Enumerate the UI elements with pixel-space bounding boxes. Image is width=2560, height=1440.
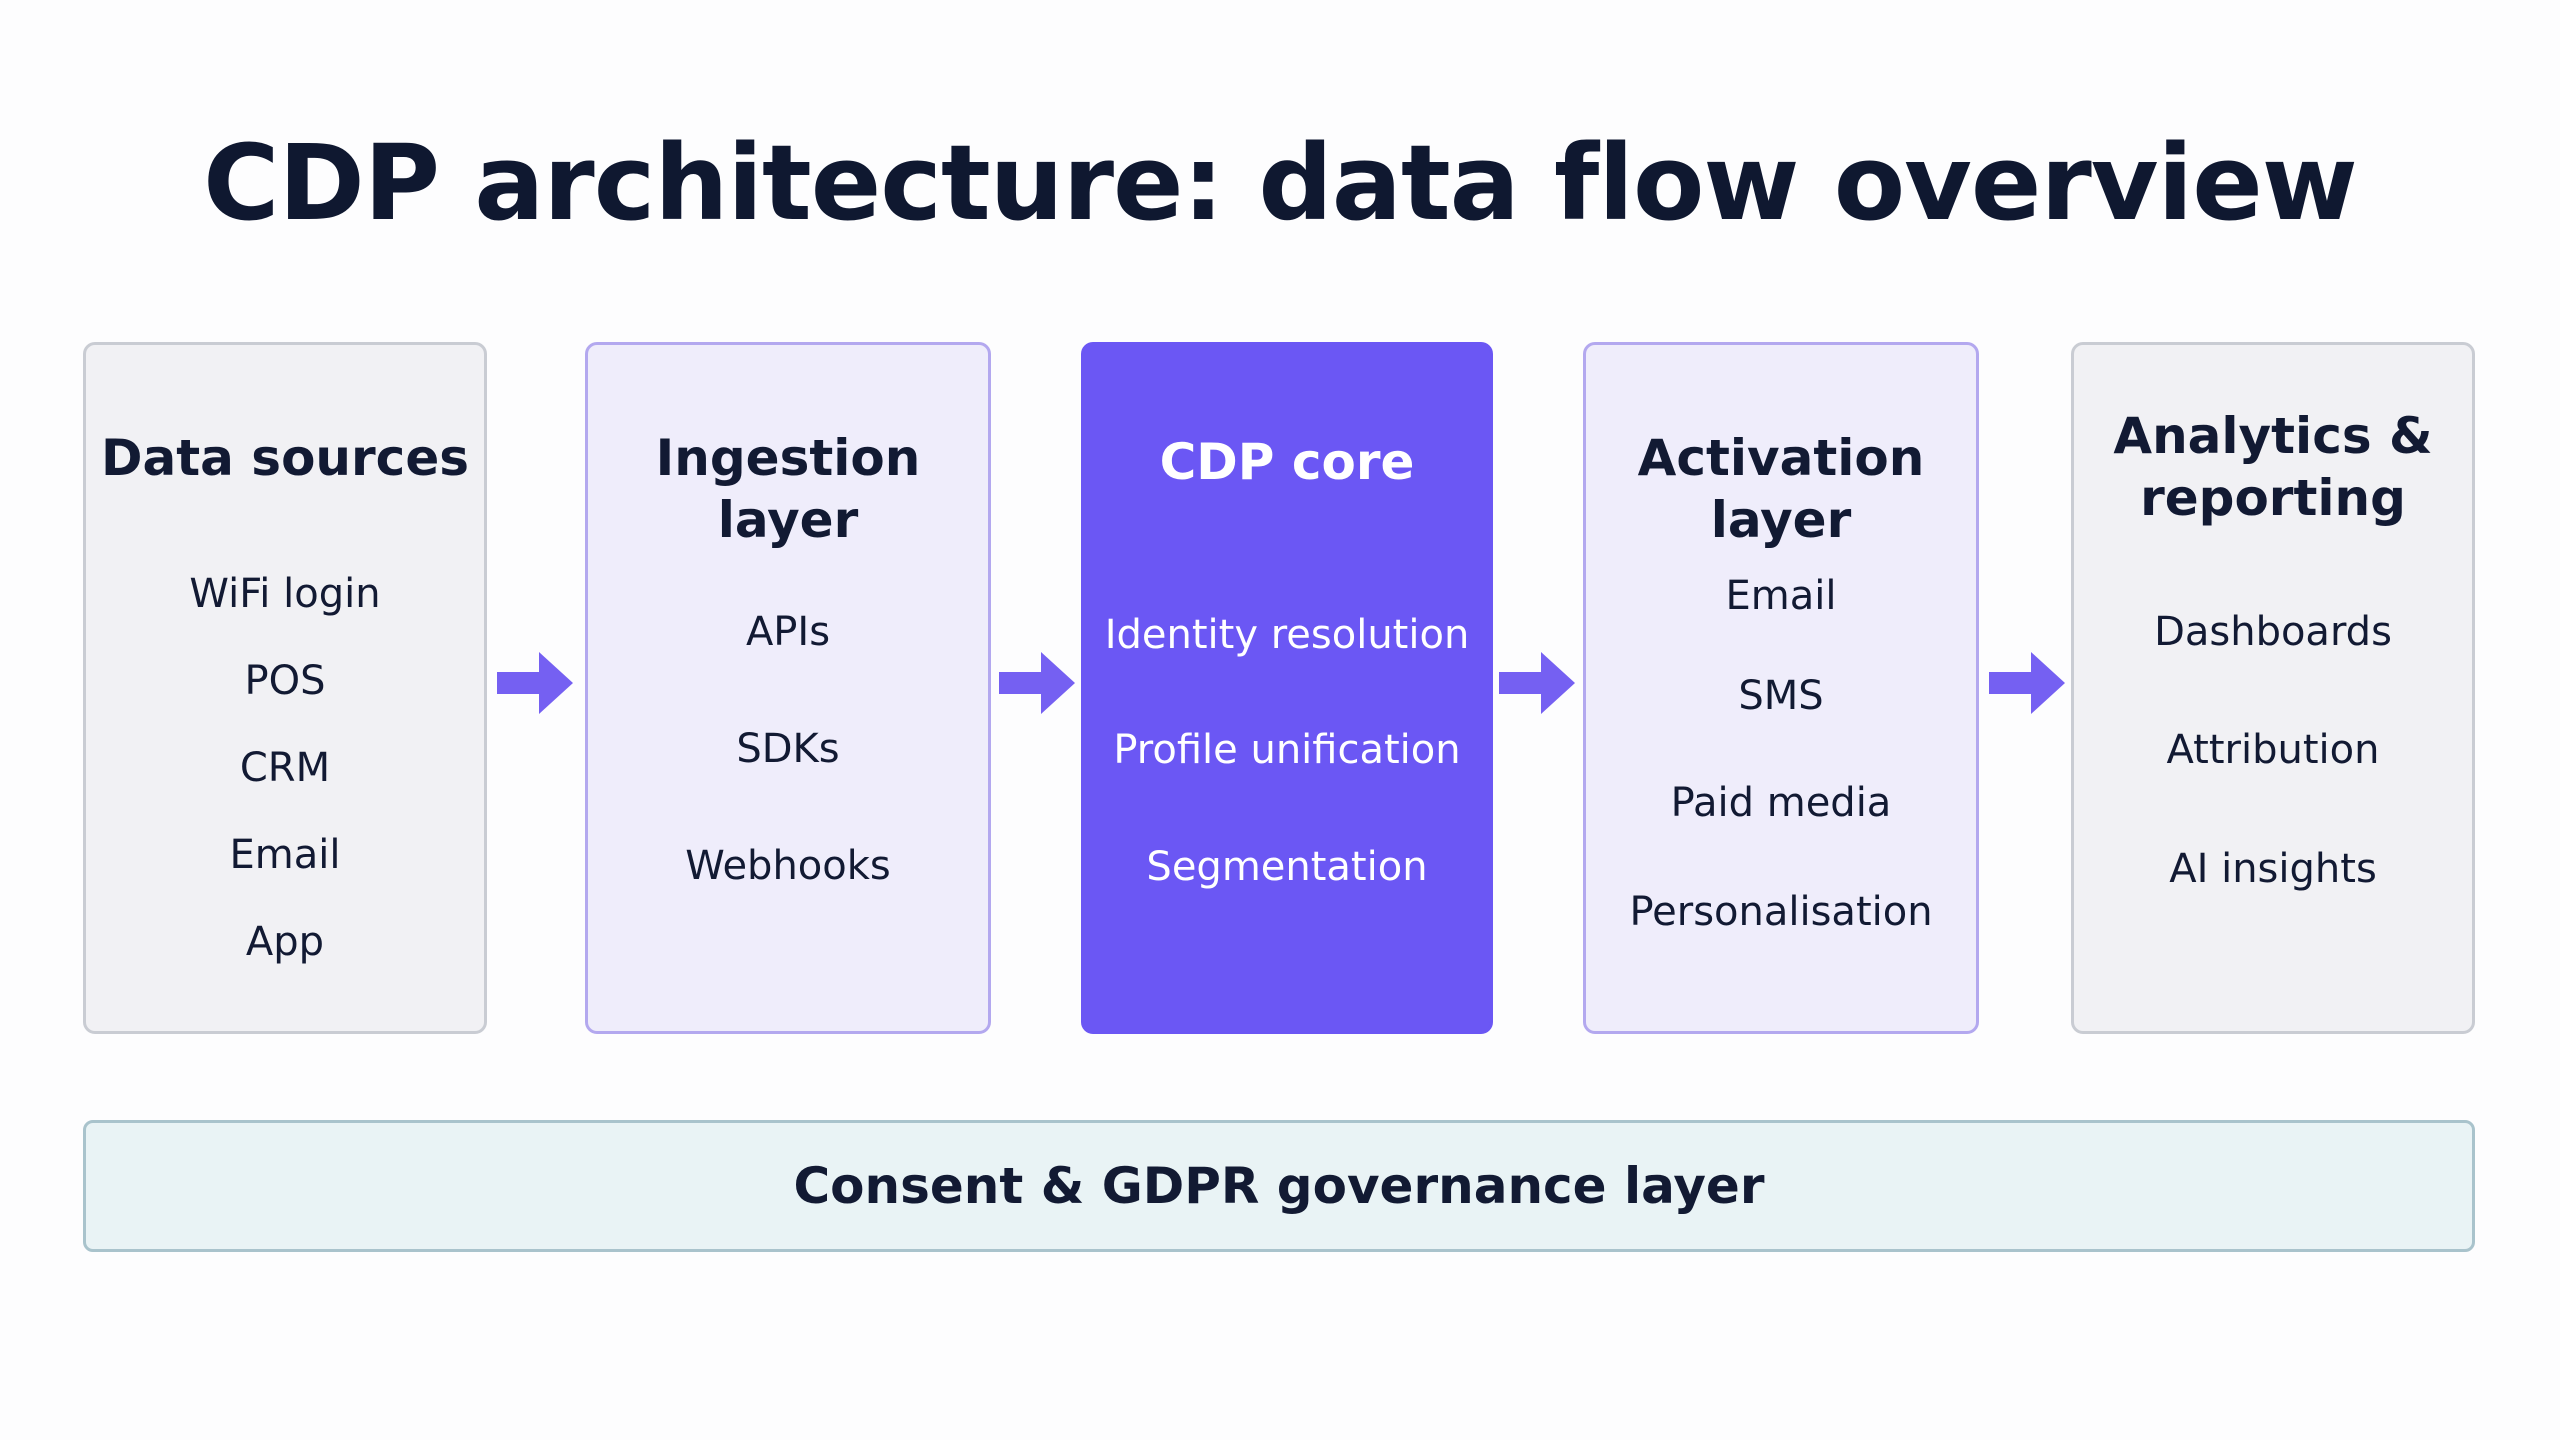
box-item: Personalisation <box>1629 889 1933 935</box>
box-title: Analytics & <box>2113 407 2433 465</box>
arrow-right-icon <box>1499 652 1575 714</box>
box-analytics-reporting: Analytics & reporting Dashboards Attribu… <box>2071 342 2475 1034</box>
box-item: AI insights <box>2169 846 2377 892</box>
box-item: CRM <box>239 745 331 791</box>
box-item: WiFi login <box>189 571 381 617</box>
box-item: Paid media <box>1670 780 1892 826</box>
box-item: Email <box>229 832 341 878</box>
box-activation-layer: Activation layer Email SMS Paid media Pe… <box>1583 342 1979 1034</box>
box-item: Attribution <box>2166 727 2380 773</box>
box-ingestion-layer: Ingestion layer APIs SDKs Webhooks <box>585 342 991 1034</box>
box-item: Profile unification <box>1113 727 1461 773</box>
box-item: SMS <box>1738 673 1824 719</box>
box-item: Webhooks <box>685 843 891 889</box>
box-item: APIs <box>745 609 831 655</box>
arrow-right-icon <box>497 652 573 714</box>
box-title: CDP core <box>1159 433 1415 491</box>
governance-layer: Consent & GDPR governance layer <box>83 1120 2475 1252</box>
box-item: Email <box>1725 573 1837 619</box>
box-item: Dashboards <box>2154 609 2392 655</box>
box-item: Identity resolution <box>1104 612 1470 658</box>
box-item: SDKs <box>736 726 840 772</box>
box-item: Segmentation <box>1146 844 1428 890</box>
box-title: Data sources <box>101 429 469 487</box>
arrow-right-icon <box>999 652 1075 714</box>
box-title: Ingestion layer <box>655 429 921 549</box>
arrow-right-icon <box>1989 652 2065 714</box>
box-data-sources: Data sources WiFi login POS CRM Email Ap… <box>83 342 487 1034</box>
box-cdp-core: CDP core Identity resolution Profile uni… <box>1081 342 1493 1034</box>
box-item: App <box>245 919 325 965</box>
governance-label: Consent & GDPR governance layer <box>793 1157 1765 1215</box>
box-item: POS <box>244 658 326 704</box>
page-title: CDP architecture: data flow overview <box>203 122 2358 244</box>
box-title: reporting <box>2140 469 2406 527</box>
box-title: Activation layer <box>1637 429 1925 549</box>
